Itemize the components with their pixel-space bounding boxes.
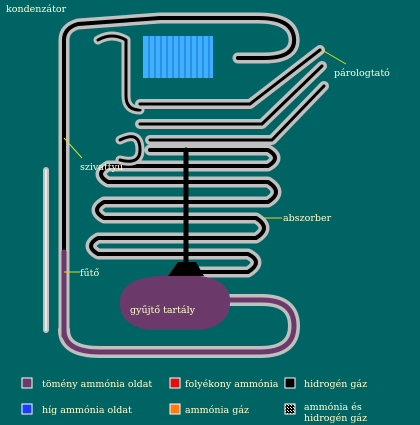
legend-label-hydrogen: hidrogén gáz bbox=[304, 379, 367, 390]
label-kondenzator: kondenzátor bbox=[6, 4, 67, 15]
collector-tank bbox=[119, 262, 231, 330]
condenser-fins bbox=[143, 36, 213, 78]
legend: tömény ammónia oldat folyékony ammónia h… bbox=[21, 377, 367, 424]
legend-swatch-strong bbox=[21, 377, 33, 389]
label-futo: fűtő bbox=[80, 268, 99, 279]
label-parologtato: párologtató bbox=[334, 68, 390, 79]
legend-label-mix-1: ammónia és bbox=[304, 402, 362, 413]
leader-lines bbox=[63, 49, 347, 273]
label-gyujto: gyűjtő tartály bbox=[130, 305, 196, 316]
legend-label-gas: ammónia gáz bbox=[185, 405, 249, 416]
legend-swatch-liquid bbox=[169, 377, 181, 389]
legend-swatch-gas bbox=[169, 403, 181, 415]
label-abszorber: abszorber bbox=[283, 213, 332, 224]
legend-swatch-weak bbox=[21, 403, 33, 415]
legend-label-liquid: folyékony ammónia bbox=[185, 379, 279, 390]
legend-swatch-hydrogen bbox=[284, 377, 296, 389]
pipe-network bbox=[43, 12, 329, 358]
label-szivattyu: szivattyú bbox=[80, 162, 123, 173]
legend-label-weak: híg ammónia oldat bbox=[42, 405, 132, 416]
legend-swatch-mix bbox=[284, 403, 296, 415]
legend-label-mix-2: hidrogén gáz bbox=[304, 413, 367, 424]
top-inner-loop bbox=[93, 31, 145, 115]
legend-label-strong: tömény ammónia oldat bbox=[42, 379, 152, 390]
